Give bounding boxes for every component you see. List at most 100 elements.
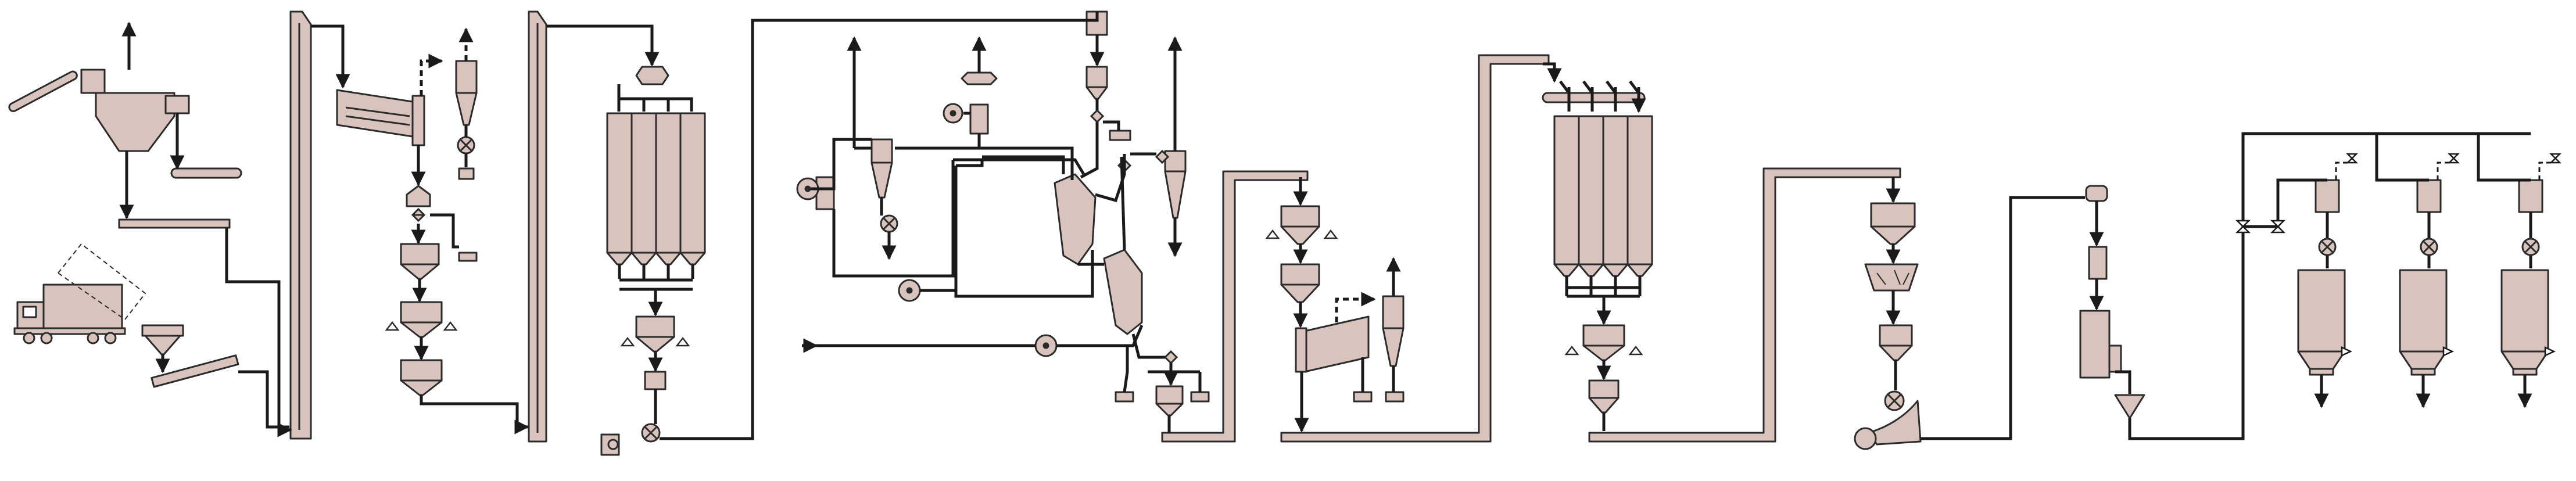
rotary-valve-icon — [1884, 390, 1905, 411]
stone-separator — [406, 185, 431, 207]
plansifter — [1295, 315, 1370, 373]
filter-box — [815, 176, 835, 210]
fan-icon — [607, 439, 619, 450]
pipe-conveyor-feeds — [1567, 87, 1639, 112]
pipe-hopper2-to-elevator2 — [420, 395, 529, 435]
rotary-valve-icon — [641, 423, 661, 443]
roller-mill-2 — [1103, 249, 1143, 335]
pipe-pneumatic-line — [1921, 196, 2085, 440]
diverter-valve-icon — [1155, 149, 1170, 164]
pipe-screw-to-elevator — [238, 370, 289, 429]
support-triangle-icon — [1265, 229, 1280, 239]
weigher-1 — [400, 301, 443, 338]
pipe-mill-loop — [920, 160, 1094, 298]
pipe-sieve-aspiration — [420, 53, 443, 96]
grading-hopper — [1280, 263, 1320, 303]
intake-hopper — [141, 324, 184, 356]
pipe-to-mill-riser — [660, 12, 1099, 440]
outlet-box-3 — [1353, 391, 1373, 403]
valve-icon — [2235, 220, 2251, 234]
packing-hopper — [1879, 324, 1913, 361]
scale-hopper-4 — [1582, 324, 1625, 361]
fan-icon — [1034, 334, 1058, 357]
sample-box — [1109, 130, 1131, 141]
rotary-valve-icon — [457, 136, 475, 155]
pipe-elev2-top — [546, 24, 660, 67]
support-triangle-icon — [620, 336, 635, 347]
aspiration-cyclone-3 — [1164, 150, 1187, 219]
pipe-fan-to-mill2 — [1056, 325, 1144, 347]
filter-receiver — [2079, 185, 2122, 379]
dampening-distributor — [635, 66, 669, 85]
outlet-cone — [2114, 394, 2145, 419]
diverter-valve-icon — [1163, 350, 1178, 365]
packing-bin-2 — [2399, 179, 2448, 376]
rotary-valve-icon — [880, 214, 898, 233]
outlet-box-2 — [1190, 391, 1210, 403]
pipe-silos-collector — [618, 264, 694, 279]
roller-mill-1 — [1054, 173, 1097, 265]
support-triangle-icon — [385, 321, 400, 331]
aspiration-cyclone-4 — [1382, 295, 1405, 367]
pipe-cone-to-packing — [2128, 132, 2531, 440]
fan-icon — [796, 177, 819, 200]
scale-hopper-1 — [400, 243, 440, 280]
support-triangle-icon — [1323, 229, 1338, 239]
pipe-conveyor-diag — [1559, 80, 1640, 94]
intake-sieve — [80, 69, 190, 152]
packing-bin-3 — [2500, 179, 2549, 376]
support-triangle-icon — [675, 336, 690, 347]
bran-finisher — [1864, 263, 1919, 292]
pipe-bin-feeders — [2241, 134, 2429, 228]
mill-outlet-hopper — [1155, 385, 1184, 417]
rotary-valve-icon — [2318, 238, 2337, 256]
pipe-elev1-top — [311, 24, 350, 89]
diverter-valve-icon — [1090, 109, 1105, 124]
support-triangle-icon — [1564, 345, 1579, 356]
pipe-filter-side — [2115, 370, 2131, 394]
aspiration-cyclone-2 — [870, 138, 893, 199]
delivery-truck — [13, 283, 126, 344]
pipe-filter-loop — [818, 138, 955, 278]
aspiration-cyclone-1 — [455, 60, 478, 180]
diverter-valve-icon — [411, 207, 426, 222]
pneumatic-transport-bend — [1867, 400, 1922, 446]
intake-belt-conveyor — [8, 70, 78, 113]
vibro-feeder — [1085, 66, 1108, 100]
bucket-elevator-2 — [528, 10, 547, 443]
blower-fan — [1854, 427, 1877, 450]
valve-icon — [2442, 346, 2454, 357]
scale-hopper-2 — [400, 359, 443, 396]
scale-hopper-3 — [635, 315, 675, 353]
pipe-vent-dashed — [2335, 161, 2554, 180]
bucket-elevator-5 — [1588, 167, 1901, 443]
pipe-sifter-aspiration — [1335, 292, 1376, 322]
bucket-elevator-4 — [1280, 54, 1550, 443]
pipe-elev4-top — [1543, 62, 1562, 83]
fan-icon — [943, 103, 963, 124]
pipe-feeder-branch — [1103, 120, 1120, 131]
flow-distributor — [961, 71, 998, 135]
valve-icon — [2341, 346, 2352, 357]
pipe-to-magnet-box — [430, 213, 459, 249]
dampening-silos — [606, 112, 706, 265]
pipe-mill-connect — [1095, 154, 1126, 203]
magnet-box — [458, 252, 478, 262]
support-triangle-icon — [1628, 345, 1643, 356]
valve-icon — [2549, 153, 2562, 164]
rotary-valve-icon — [2420, 238, 2438, 256]
flour-silos — [1553, 115, 1653, 277]
valve-icon — [2270, 220, 2286, 234]
pipe-bin-branch-3 — [2477, 134, 2531, 182]
truck-tipping-body — [58, 243, 146, 320]
outlet-box-1 — [1115, 391, 1134, 403]
pipe-mill1-side — [1120, 152, 1156, 250]
mixer-hopper — [1588, 379, 1620, 414]
pipe-silo-out — [619, 278, 693, 291]
pipe-to-mill-1 — [1080, 122, 1099, 179]
pipe-mill-suction — [909, 146, 1074, 180]
rotary-valve-icon — [2521, 238, 2540, 256]
bran-hopper — [1870, 202, 1916, 245]
bucket-elevator-1 — [289, 10, 312, 440]
